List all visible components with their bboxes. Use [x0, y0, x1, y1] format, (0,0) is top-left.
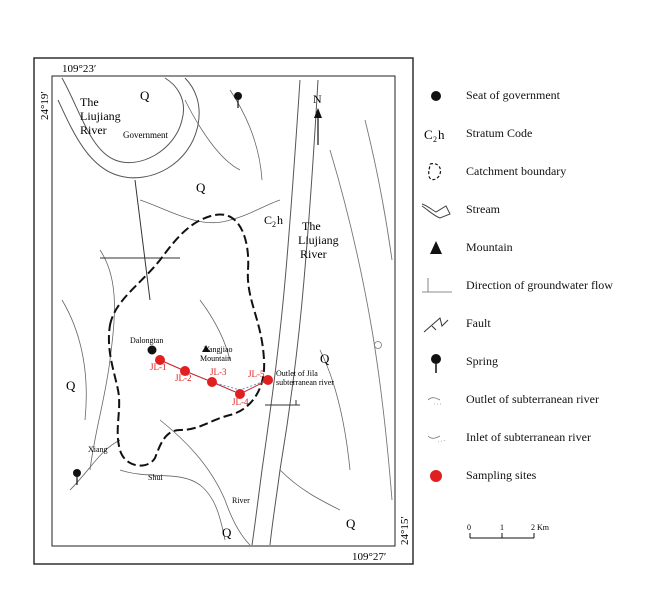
svg-text:River: River — [300, 247, 327, 261]
spring-icon — [431, 354, 441, 373]
liujiang-river-nw — [57, 77, 200, 179]
q-label: Q — [222, 525, 232, 540]
svg-text:Liujiang: Liujiang — [80, 109, 121, 123]
seat-of-government-marker — [147, 345, 157, 355]
legend-item-spring: Spring — [418, 348, 658, 376]
svg-text:River: River — [80, 123, 107, 137]
svg-text:JL-1: JL-1 — [150, 362, 167, 372]
q-label: Q — [66, 378, 76, 393]
river-bank-east — [329, 119, 393, 501]
q-label: Q — [140, 88, 150, 103]
shui-label: Shui — [148, 473, 163, 482]
svg-text:h: h — [438, 127, 445, 142]
svg-text:2: 2 — [272, 220, 276, 229]
coord-bottom-lat: 24°15′ — [399, 516, 411, 545]
sampling-site-icon — [430, 470, 442, 482]
legend-item-groundwater-flow: Direction of groundwater flow — [418, 272, 658, 300]
outlet-icon — [427, 397, 442, 405]
liujiang-label-center: The Liujiang River — [298, 219, 339, 261]
catchment-boundary — [107, 213, 266, 467]
coord-top-lat: 24°19′ — [39, 91, 51, 120]
outlet-marker — [374, 341, 382, 349]
fault-lines — [100, 179, 300, 406]
mountain-marker — [202, 345, 210, 352]
catchment-boundary-icon — [428, 163, 442, 181]
north-arrow: N — [313, 92, 322, 145]
spring-marker-2 — [73, 469, 81, 485]
coord-bottom-lon: 109°27′ — [352, 551, 386, 563]
svg-text:C: C — [264, 213, 272, 227]
sampling-site-jl-5: JL-5 — [248, 369, 273, 385]
stream-network — [61, 89, 351, 546]
inner-frame — [51, 75, 396, 547]
mountain-icon — [430, 241, 442, 254]
svg-text:Yangjiao: Yangjiao — [204, 345, 233, 354]
spring-marker-1 — [234, 92, 242, 108]
river-label: River — [232, 496, 250, 505]
svg-text:The: The — [302, 219, 321, 233]
svg-text:Mountain: Mountain — [200, 354, 231, 363]
liujiang-river-center — [251, 79, 319, 546]
government-label: Government — [123, 130, 168, 140]
svg-text:C: C — [424, 127, 433, 142]
svg-text:JL-4: JL-4 — [232, 397, 249, 407]
legend-item-sampling-sites: Sampling sites — [418, 462, 658, 490]
svg-text:Liujiang: Liujiang — [298, 233, 339, 247]
legend-item-stream: Stream — [418, 196, 658, 224]
inlet-icon — [427, 435, 447, 443]
q-label: Q — [346, 516, 356, 531]
seat-of-government-icon — [431, 91, 441, 101]
stratum-label-map: C 2 h — [264, 213, 283, 229]
svg-text:N: N — [313, 92, 322, 106]
q-label: Q — [196, 180, 206, 195]
groundwater-flow-icon — [422, 278, 452, 293]
sampling-site-jl-1: JL-1 — [150, 355, 167, 372]
svg-text:JL-3: JL-3 — [210, 367, 227, 377]
fault-icon — [423, 317, 449, 333]
subterranean-river-blue — [211, 379, 269, 391]
sampling-site-jl-2: JL-2 — [175, 366, 192, 383]
legend-item-mountain: Mountain — [418, 234, 658, 262]
liujiang-label-nw: The Liujiang River — [80, 95, 121, 137]
stratum-code-icon: C 2 h — [424, 127, 445, 144]
quaternary-labels: Q Q Q Q Q Q — [66, 88, 356, 540]
svg-text:1: 1 — [500, 523, 504, 532]
svg-text:2: 2 — [433, 135, 437, 144]
dalongtan-label: Dalongtan — [130, 336, 163, 345]
legend-item-catchment-boundary: Catchment boundary — [418, 158, 658, 186]
q-label: Q — [320, 351, 330, 366]
xiang-label: Xiang — [88, 445, 108, 454]
legend-item-fault: Fault — [418, 310, 658, 338]
svg-text:The: The — [80, 95, 99, 109]
outer-frame — [33, 57, 414, 565]
mountain-label: Yangjiao Mountain — [200, 345, 233, 363]
svg-text:subterranean river: subterranean river — [276, 378, 334, 387]
svg-text:Outlet of Jila: Outlet of Jila — [276, 369, 318, 378]
legend-item-outlet: Outlet of subterranean river — [418, 386, 658, 414]
legend-item-stratum-code: C 2 h Stratum Code — [418, 120, 658, 148]
svg-text:2 Km: 2 Km — [531, 523, 550, 532]
sampling-site-jl-3: JL-3 — [207, 367, 227, 387]
scale-bar: 0 1 2 Km — [467, 523, 550, 539]
legend-item-inlet: Inlet of subterranean river — [418, 424, 658, 452]
stream-icon — [421, 203, 451, 219]
svg-text:0: 0 — [467, 523, 471, 532]
svg-text:h: h — [277, 213, 283, 227]
coord-top-lon: 109°23′ — [62, 63, 96, 75]
sampling-site-jl-4: JL-4 — [232, 389, 249, 407]
legend-item-seat-of-government: Seat of government — [418, 82, 658, 110]
svg-text:JL-2: JL-2 — [175, 373, 192, 383]
svg-text:JL-5: JL-5 — [248, 369, 265, 379]
outlet-label: Outlet of Jila subterranean river — [276, 369, 334, 387]
